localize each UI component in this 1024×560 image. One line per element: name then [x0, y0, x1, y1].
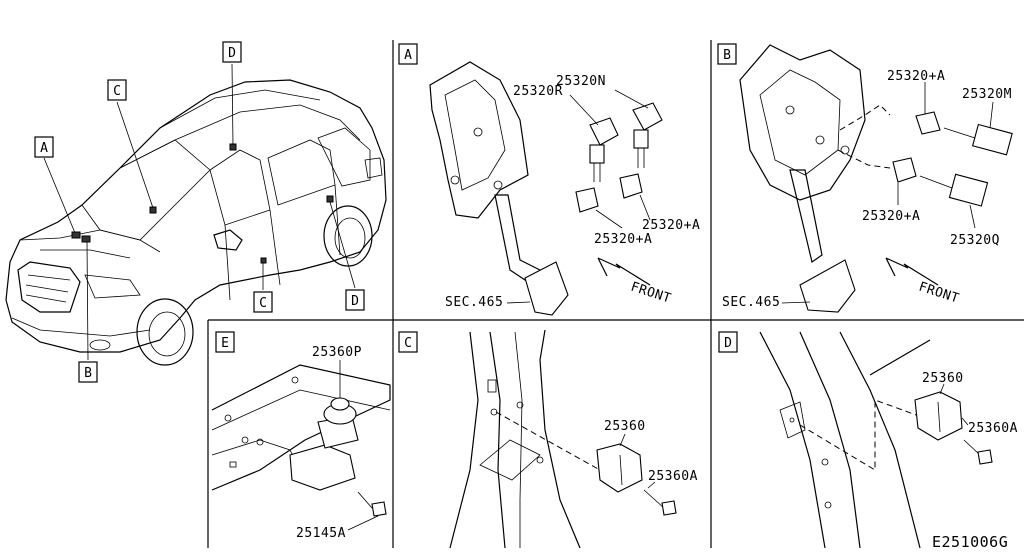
label-25360-c: 25360 [604, 419, 646, 434]
label-25320q: 25320Q [950, 233, 1000, 248]
overview-callout-c-upper: C [107, 79, 127, 101]
label-sec465-a: SEC.465 [445, 295, 503, 310]
callout-letter: E [221, 336, 229, 351]
panel-e: E 25360P 25145A [211, 331, 391, 541]
panel-dividers [207, 40, 1024, 548]
overview-callout-d-lower: D [345, 289, 365, 311]
panel-b: B FRONT 25320+A 25320M 25320+ [717, 43, 1013, 313]
label-25320r: 25320R [513, 84, 563, 99]
label-25320a-lower: 25320+A [862, 209, 920, 224]
overview-callout-b: B [78, 361, 98, 383]
panel-b-letter-box: B [717, 43, 737, 65]
panel-d-letter-box: D [718, 331, 738, 353]
callout-letter: A [40, 141, 48, 156]
callout-letter: D [351, 294, 359, 309]
callout-letter: FRONT [629, 280, 673, 307]
callout-letter: D [724, 336, 732, 351]
panel-d: D 25360 25360A [718, 331, 1018, 549]
callout-letter: C [259, 296, 267, 311]
label-sec465-b: SEC.465 [722, 295, 780, 310]
label-25145a: 25145A [296, 526, 346, 541]
overview-callout-a: A [34, 136, 54, 158]
panel-c-letter-box: C [398, 331, 418, 353]
label-25320a-upper: 25320+A [887, 69, 945, 84]
label-25320n: 25320N [556, 74, 606, 89]
panel-a-letter-box: A [398, 43, 418, 65]
label-25320a-right: 25320+A [642, 218, 700, 233]
callout-letter: B [84, 366, 92, 381]
label-25360p: 25360P [312, 345, 362, 360]
callout-letter: B [723, 48, 731, 63]
callout-letter: C [404, 336, 412, 351]
overview-callout-d-upper: D [222, 41, 242, 63]
label-25360a-c: 25360A [648, 469, 698, 484]
panel-a: A FRONT 25320N 25320R 25320+A [398, 43, 700, 316]
callout-letter: FRONT [917, 280, 961, 307]
callout-letter: A [404, 48, 412, 63]
label-25320m: 25320M [962, 87, 1012, 102]
label-25360-d: 25360 [922, 371, 964, 386]
label-25320a-left: 25320+A [594, 232, 652, 247]
panel-e-letter-box: E [215, 331, 235, 353]
callout-letter: D [228, 46, 236, 61]
panel-c: C 25360 25360A [398, 329, 698, 549]
callout-letter: C [113, 84, 121, 99]
vehicle-overview [5, 63, 387, 366]
overview-callout-c-lower: C [253, 291, 273, 313]
label-25360a-d: 25360A [968, 421, 1018, 436]
diagram-code: E251006G [932, 533, 1008, 551]
